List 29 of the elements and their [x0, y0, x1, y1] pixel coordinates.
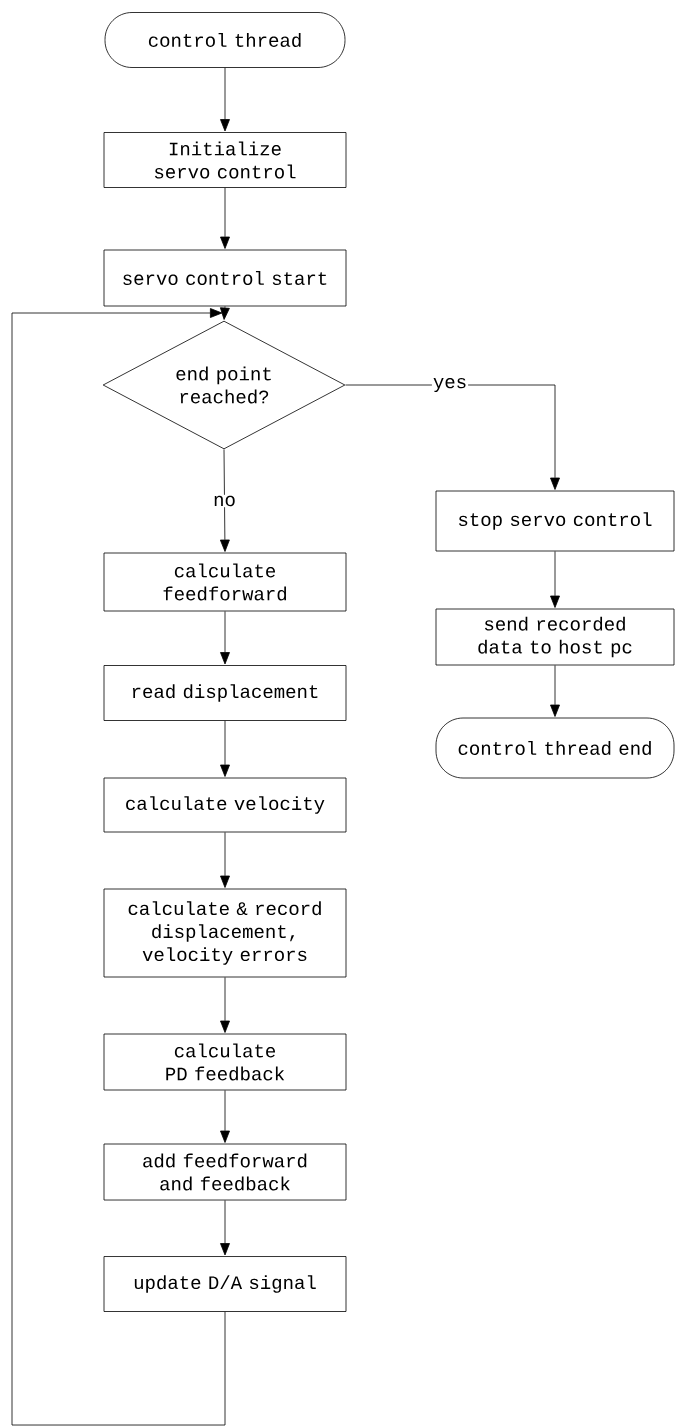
arrow	[220, 977, 230, 1033]
arrow	[220, 832, 230, 888]
arrow	[220, 67, 230, 132]
terminal-box: control thread	[104, 12, 346, 68]
terminal-box: control thread end	[435, 717, 675, 779]
process-box: stop servo control	[435, 490, 675, 552]
process-box: read displacement	[103, 665, 347, 721]
arrow	[550, 551, 560, 608]
process-box: add feedforward and feedback	[103, 1143, 347, 1201]
process-box: servo control start	[103, 249, 347, 307]
arrow	[11, 308, 226, 1426]
process-box: update D/A signal	[103, 1256, 347, 1312]
arrow	[345, 384, 560, 490]
process-box: calculate PD feedback	[103, 1033, 347, 1091]
edge-label: yes	[431, 376, 469, 394]
process-box: calculate & record displacement, velocity errors	[103, 888, 347, 978]
arrow	[220, 1090, 230, 1143]
arrow	[220, 187, 230, 249]
process-box: calculate velocity	[103, 777, 347, 833]
process-box: Initialize servo control	[103, 132, 347, 188]
arrow	[550, 665, 560, 717]
edge-label: no	[212, 494, 237, 508]
arrow	[220, 720, 230, 777]
arrow	[220, 611, 230, 665]
process-box: calculate feedforward	[103, 552, 347, 612]
process-box: send recorded data to host pc	[435, 608, 675, 666]
arrow	[219, 449, 230, 552]
arrow	[220, 1200, 230, 1256]
arrow	[220, 306, 230, 320]
